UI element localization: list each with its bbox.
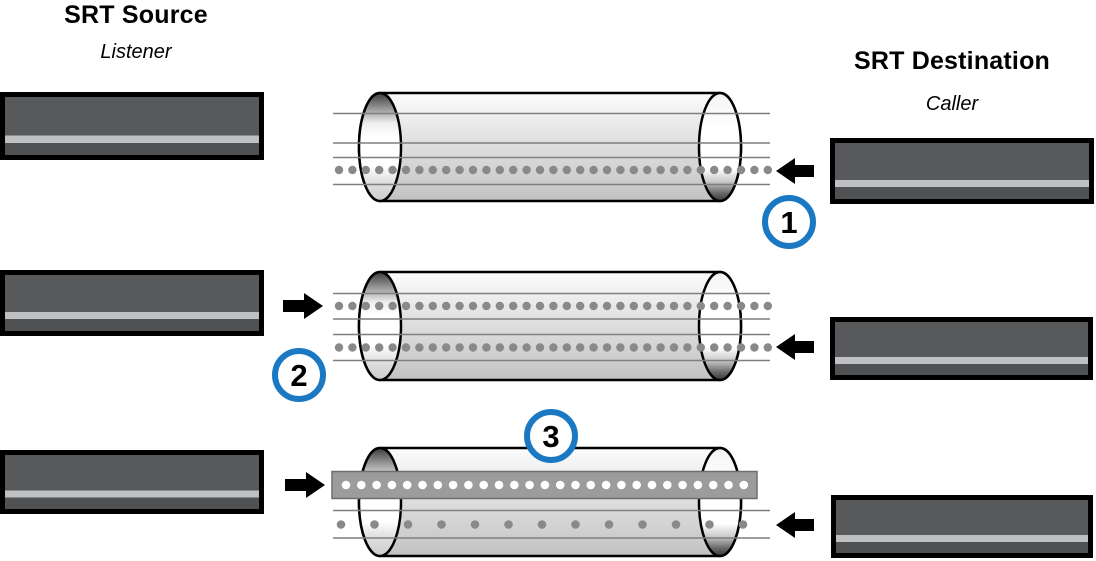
source-role-label: Listener [100, 41, 172, 63]
channel-lines [333, 509, 770, 539]
tunnel-body [357, 270, 743, 382]
tunnel-left-opening [357, 91, 403, 203]
destination-role-label: Caller [925, 93, 979, 115]
control-packet-dots [336, 520, 748, 529]
listener-device-stage-1 [0, 92, 264, 160]
caller-device-stage-1 [830, 138, 1094, 204]
packet-dots-caller-to-listener [334, 165, 772, 175]
arrow-left-icon [776, 158, 814, 184]
stream-packet-dots [341, 480, 749, 490]
tunnel-right-opening [697, 270, 743, 382]
arrow-right-icon [285, 472, 325, 498]
tunnel-stage-2 [333, 270, 772, 382]
packet-dots-listener-to-caller [334, 301, 772, 311]
stage-badge-2: 2 [272, 348, 326, 402]
arrow-left-icon [776, 512, 814, 538]
packet-dots-caller-to-listener [334, 343, 772, 352]
tunnel-right-opening [697, 91, 743, 203]
destination-title: SRT Destination [853, 47, 1051, 75]
arrow-right-icon [283, 293, 323, 319]
tunnel-stage-3 [331, 446, 770, 558]
tunnel-left-opening [357, 446, 403, 558]
caller-device-stage-2 [830, 317, 1093, 380]
tunnel-body [357, 446, 743, 558]
tunnel-left-opening [357, 270, 403, 382]
arrow-left-icon [776, 334, 814, 360]
channel-lines [333, 292, 770, 362]
stage-badge-1: 1 [762, 195, 816, 249]
stage-badge-3: 3 [524, 409, 578, 463]
stage-number: 3 [542, 418, 560, 454]
tunnel-right-opening [697, 446, 743, 558]
tunnel-stage-1 [333, 91, 772, 203]
channel-lines [333, 112, 770, 186]
listener-device-stage-2 [0, 270, 264, 336]
caller-device-stage-3 [831, 495, 1093, 558]
stage-number: 1 [780, 204, 798, 240]
listener-device-stage-3 [0, 450, 264, 514]
source-title: SRT Source [64, 1, 208, 29]
stage-number: 2 [290, 357, 308, 393]
